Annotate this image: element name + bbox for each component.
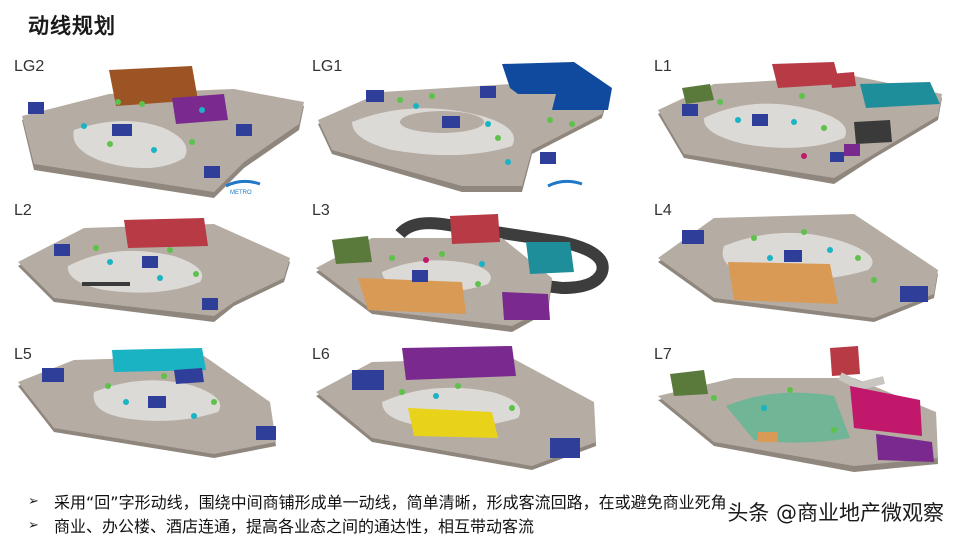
floor-map-lg1: [318, 62, 612, 192]
bullet-text: 采用“回”字形动线，围绕中间商铺形成单一动线，简单清晰，形成客流回路，在或避免商…: [54, 493, 727, 512]
floor-map-l2: [18, 218, 290, 322]
floor-map-l1: [658, 62, 942, 184]
floor-label-l4: L4: [654, 202, 672, 219]
floor-label-l5: L5: [14, 346, 32, 363]
floor-plan-l6: L6: [312, 346, 612, 496]
page-title: 动线规划: [28, 14, 116, 38]
floor-plan-l1: L1: [654, 58, 954, 208]
floor-plan-lg2: LG2 METRO: [14, 58, 314, 208]
floor-label-l3: L3: [312, 202, 330, 219]
floor-label-lg2: LG2: [14, 58, 45, 75]
floor-label-lg1: LG1: [312, 58, 343, 75]
floor-plan-lg1: LG1: [312, 58, 612, 208]
bullet-item: ➢ 采用“回”字形动线，围绕中间商铺形成单一动线，简单清晰，形成客流回路，在或避…: [28, 489, 928, 513]
arrow-bullet-icon: ➢: [28, 517, 39, 533]
floor-map-l4: [658, 214, 938, 322]
floor-label-l7: L7: [654, 346, 672, 363]
metro-label: METRO: [230, 190, 252, 196]
watermark: 头条 @商业地产微观察: [727, 501, 944, 525]
floor-label-l6: L6: [312, 346, 330, 363]
floor-map-l5: [18, 348, 276, 458]
floor-plan-l5: L5: [14, 346, 314, 496]
floor-plan-l4: L4: [654, 202, 954, 352]
floor-plan-l7: L7: [654, 346, 954, 496]
bullet-text: 商业、办公楼、酒店连通，提高各业态之间的通达性，相互带动客流: [54, 517, 535, 536]
arrow-bullet-icon: ➢: [28, 493, 39, 509]
floor-label-l1: L1: [654, 58, 672, 75]
floor-plan-l3: L3: [312, 202, 612, 352]
bullet-item: ➢ 商业、办公楼、酒店连通，提高各业态之间的通达性，相互带动客流: [28, 513, 928, 537]
floor-map-lg2: [22, 66, 304, 198]
floor-label-l2: L2: [14, 202, 32, 219]
bullet-list: ➢ 采用“回”字形动线，围绕中间商铺形成单一动线，简单清晰，形成客流回路，在或避…: [28, 489, 928, 537]
floor-map-l7: [658, 346, 938, 472]
floor-map-l3: [316, 214, 609, 332]
floor-plan-l2: L2: [14, 202, 314, 352]
floor-map-l6: [316, 346, 596, 470]
